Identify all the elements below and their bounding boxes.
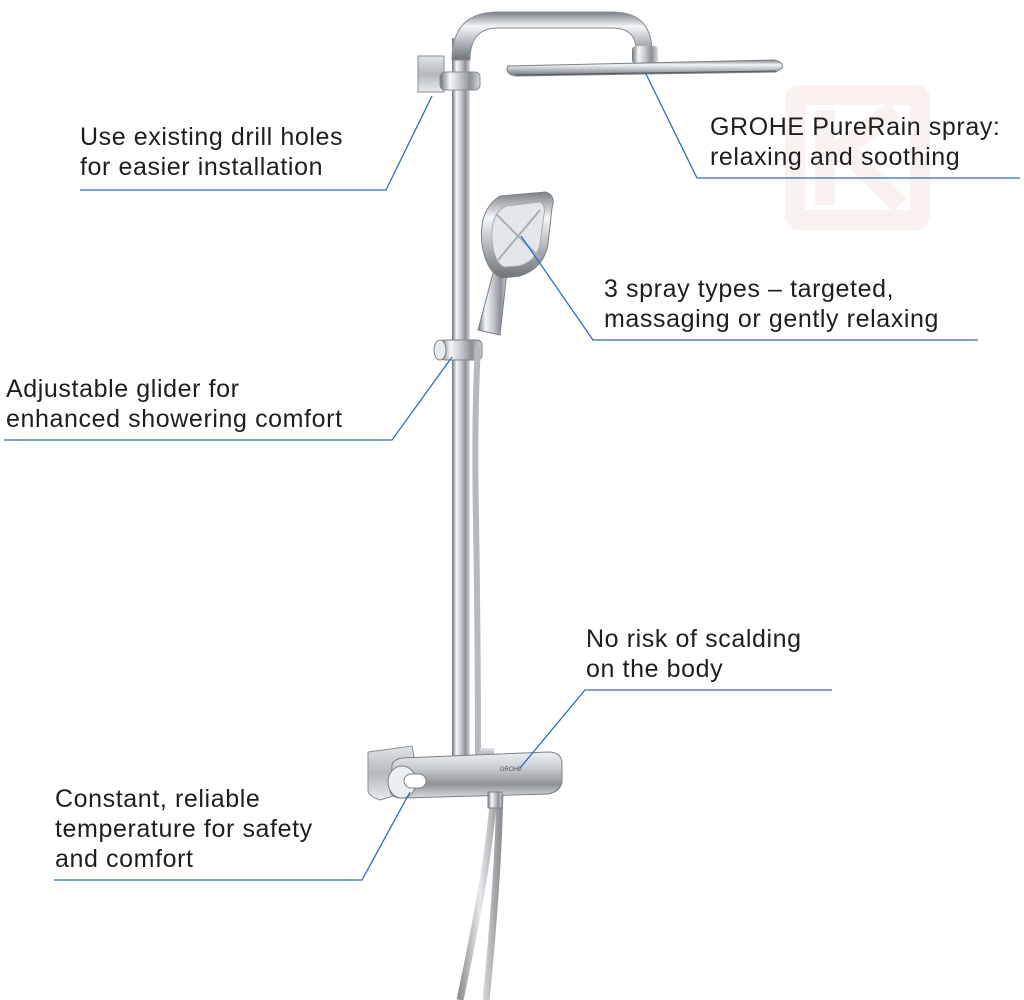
glider	[433, 339, 483, 361]
annotation-rain-spray-line1: GROHE PureRain spray:	[710, 113, 1001, 141]
hand-shower	[477, 191, 554, 336]
annotation-temperature: Constant, reliable temperature for safet…	[55, 784, 313, 874]
annotation-drill-holes-line1: Use existing drill holes	[80, 123, 344, 151]
annotation-glider-line2: enhanced showering comfort	[6, 405, 343, 433]
annotation-temperature-line3: and comfort	[55, 845, 194, 873]
head-connector	[632, 46, 658, 64]
annotation-glider-line1: Adjustable glider for	[6, 375, 240, 403]
shower-hose	[472, 344, 481, 761]
thermostat-brand: GROHE	[500, 767, 522, 773]
annotation-spray-types: 3 spray types – targeted, massaging or g…	[604, 274, 939, 334]
callout-line-rain-spray	[644, 71, 1020, 179]
annotation-temperature-line1: Constant, reliable	[55, 785, 261, 813]
callout-lines	[4, 71, 1020, 881]
annotation-spray-types-line1: 3 spray types – targeted,	[604, 275, 895, 303]
callout-line-glider	[4, 356, 453, 441]
annotation-spray-types-line2: massaging or gently relaxing	[604, 305, 940, 333]
shower-arm	[451, 11, 653, 61]
annotation-glider: Adjustable glider for enhanced showering…	[6, 374, 343, 434]
annotation-rain-spray-line2: relaxing and soothing	[710, 143, 961, 171]
wall-bracket-upper	[417, 55, 481, 93]
callout-line-drill-holes	[80, 95, 433, 191]
callout-line-spray-types	[520, 235, 978, 341]
callout-line-temperature	[54, 791, 411, 881]
shower-hose-lower	[456, 789, 504, 1000]
annotation-drill-holes-line2: for easier installation	[80, 153, 324, 181]
annotation-scalding-line1: No risk of scalding	[586, 625, 802, 653]
callout-line-scalding	[519, 689, 832, 769]
annotation-scalding: No risk of scalding on the body	[586, 624, 802, 684]
thermostat: GROHE	[367, 745, 563, 809]
annotation-temperature-line2: temperature for safety	[55, 815, 313, 843]
annotation-drill-holes: Use existing drill holes for easier inst…	[80, 122, 343, 182]
riser-pipe	[452, 38, 470, 763]
annotation-scalding-line2: on the body	[586, 655, 724, 683]
annotation-rain-spray: GROHE PureRain spray: relaxing and sooth…	[710, 112, 1000, 172]
